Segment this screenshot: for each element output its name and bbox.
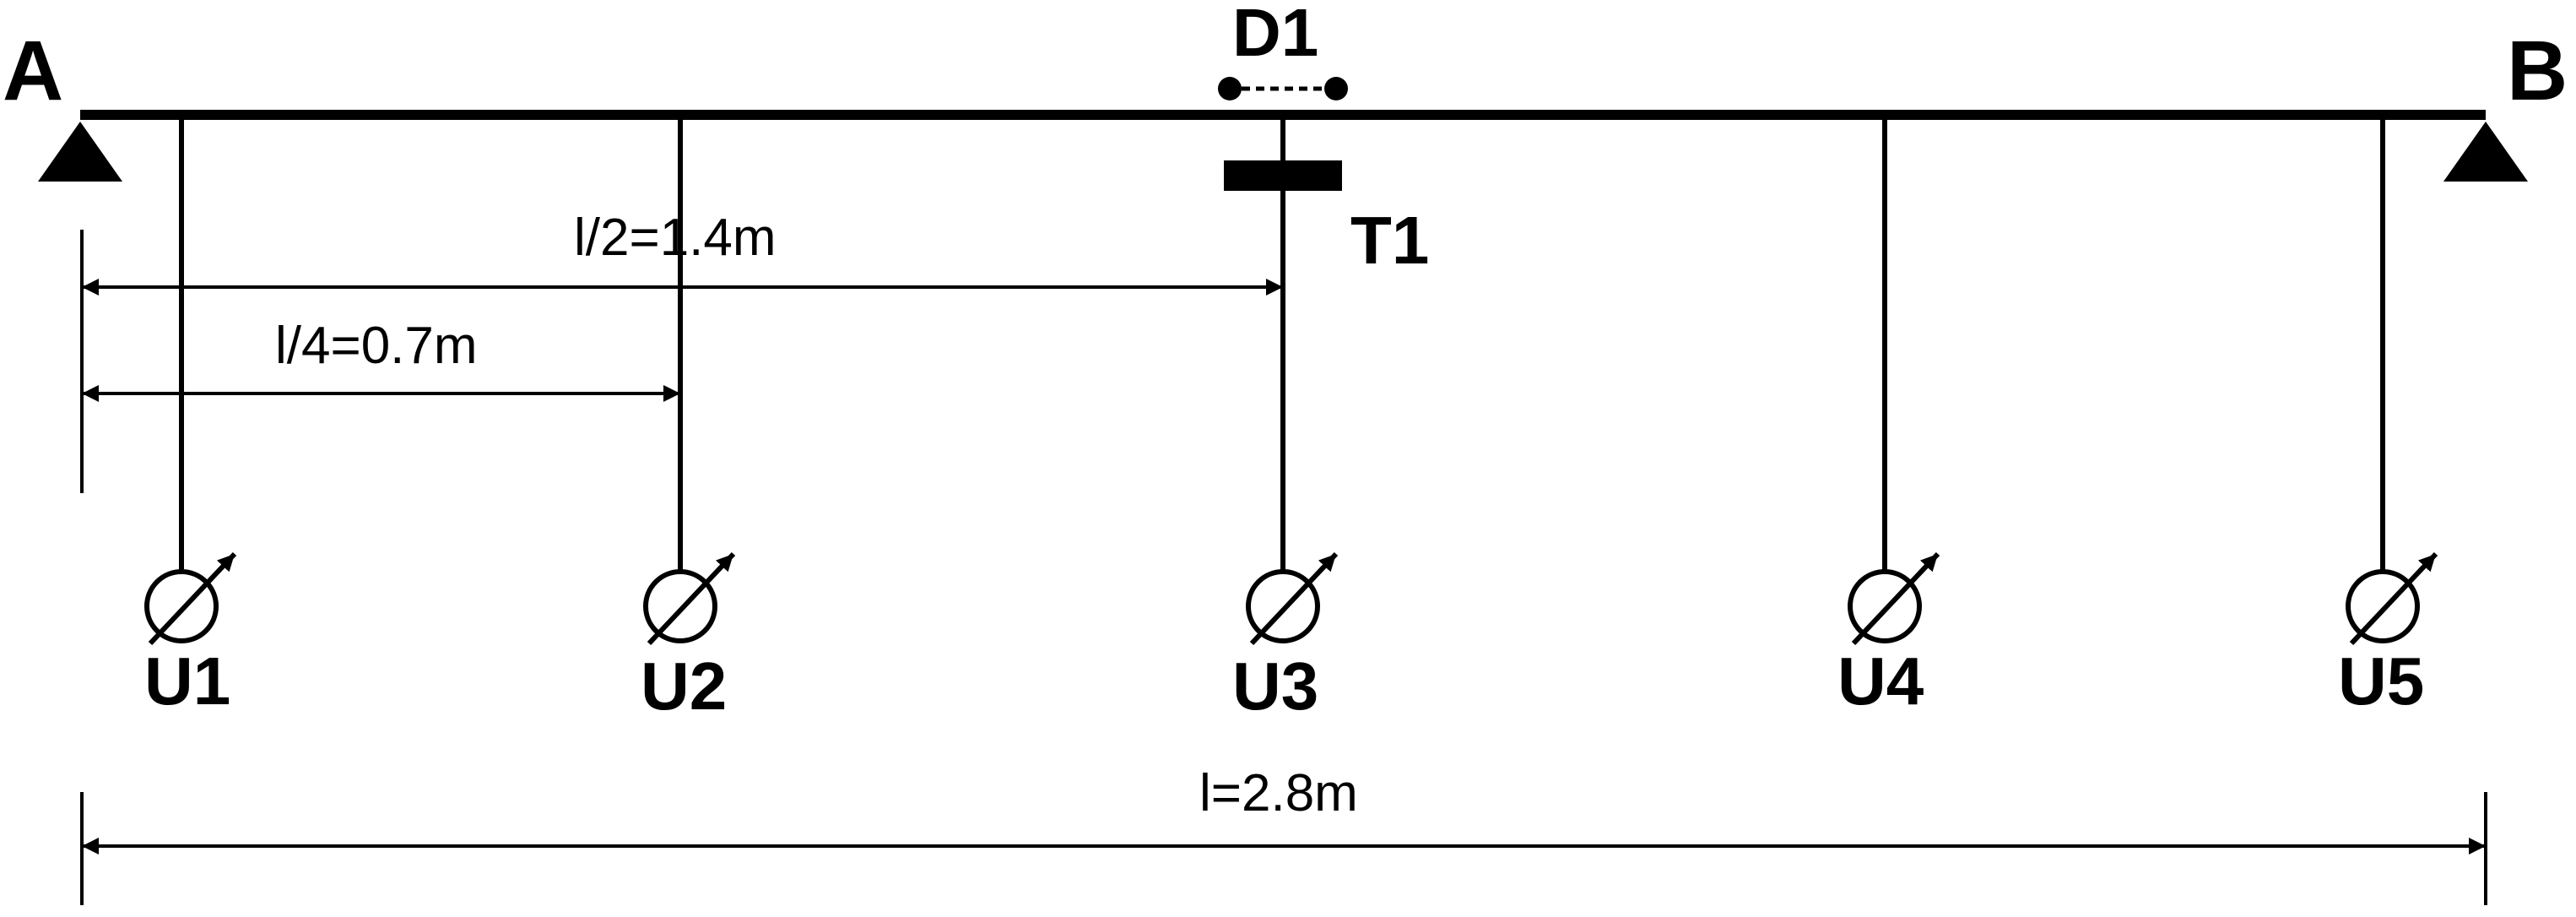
gauge-icon [643, 569, 717, 643]
gauge-u2: U2 [641, 551, 736, 724]
gauge-icon [2346, 569, 2420, 643]
gauge-icon [1246, 569, 1320, 643]
gauge-arrow-icon [1851, 551, 1940, 646]
gauge-u5-label: U5 [2338, 643, 2424, 719]
displacement-sensor: D1 [1218, 0, 1348, 100]
sensor-end-right [1324, 77, 1348, 100]
gauge-arrow-icon [2349, 551, 2438, 646]
gauge-arrow-icon [1249, 551, 1339, 646]
gauge-u2-label: U2 [641, 648, 727, 724]
gauge-u4: U4 [1837, 551, 1940, 719]
gauge-u3-label: U3 [1232, 648, 1318, 724]
gauge-arrow-icon [647, 551, 736, 646]
gauge-u3: U3 [1232, 551, 1339, 724]
gauge-u4-label: U4 [1837, 643, 1924, 719]
half-span-label: l/2=1.4m [574, 209, 777, 267]
support-a-label: A [3, 24, 63, 118]
gauge-icon [1848, 569, 1922, 643]
sensor-d1-label: D1 [1232, 0, 1318, 70]
right-support-triangle [2443, 122, 2528, 182]
gauge-arrow-icon [148, 551, 237, 646]
support-b-label: B [2507, 24, 2568, 118]
sensor-end-left [1218, 77, 1242, 100]
gauge-icon [144, 569, 219, 643]
gauge-u5: U5 [2338, 551, 2438, 719]
left-support-triangle [38, 122, 122, 182]
total-span-label: l=2.8m [1199, 764, 1358, 822]
gauge-u1-label: U1 [144, 643, 230, 719]
gauge-u1: U1 [144, 551, 237, 719]
sensor-t1-label: T1 [1350, 203, 1429, 278]
quarter-span-label: l/4=0.7m [275, 317, 478, 375]
